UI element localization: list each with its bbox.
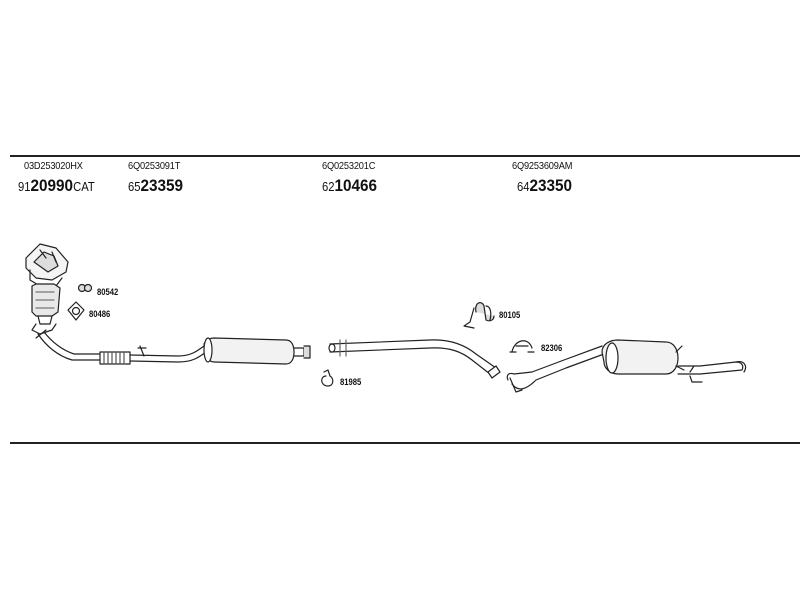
part-main-2: 23359 [140, 176, 184, 195]
mount-bracket-icon [463, 302, 495, 329]
oe-number-4: 6Q9253609AM [512, 160, 573, 172]
intermediate-pipe-icon [328, 339, 501, 379]
rear-silencer-icon [506, 339, 747, 393]
part-number-4: 6423350 [517, 177, 572, 195]
part-label-80542: 80542 [97, 287, 119, 297]
bottom-rule [10, 442, 800, 444]
part-number-1: 9120990CAT [18, 177, 95, 195]
oe-number-2: 6Q0253091T [128, 160, 181, 172]
oe-number-1: 03D253020HX [24, 160, 83, 172]
part-prefix-2: 65 [128, 180, 141, 194]
part-prefix-4: 64 [517, 180, 530, 194]
front-pipe-icon [35, 329, 207, 365]
middle-silencer-icon [203, 337, 311, 365]
hanger-ring-icon [77, 283, 93, 293]
part-number-3: 6210466 [322, 177, 377, 195]
gasket-icon [67, 301, 85, 321]
oe-number-3: 6Q0253201C [322, 160, 376, 172]
part-suffix-1: CAT [73, 180, 95, 194]
clamp-icon [321, 369, 334, 387]
part-main-3: 10466 [334, 176, 378, 195]
part-main-4: 23350 [529, 176, 573, 195]
part-label-81985: 81985 [340, 377, 362, 387]
part-prefix-1: 91 [18, 180, 31, 194]
part-number-2: 6523359 [128, 177, 183, 195]
part-label-80105: 80105 [499, 310, 521, 320]
u-clamp-icon [509, 340, 535, 353]
part-main-1: 20990 [30, 176, 74, 195]
top-rule [10, 155, 800, 157]
part-label-82306: 82306 [541, 343, 563, 353]
catalytic-converter-icon [25, 243, 69, 335]
part-prefix-3: 62 [322, 180, 335, 194]
part-label-80486: 80486 [89, 309, 111, 319]
